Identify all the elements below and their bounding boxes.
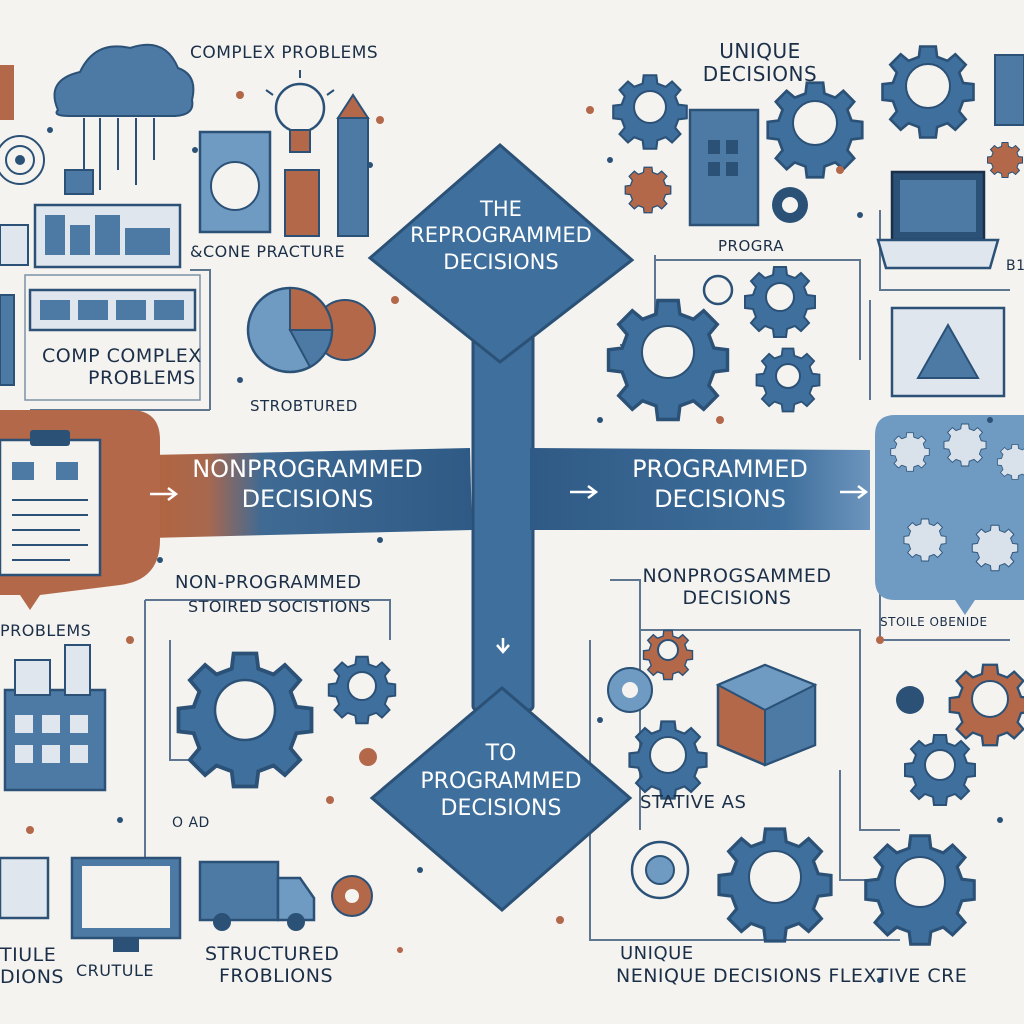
edge-fragment-label: B1 [1006,258,1024,274]
non-programmed-label: NON-PROGRAMMED [175,572,362,593]
structured-line1: STRUCTURED [205,943,340,965]
unique-decisions-label: UNIQUE DECISIONS [690,40,830,86]
top-diamond-line3: DECISIONS [443,249,559,274]
bottom-diamond-line2: PROGRAMMED [420,768,582,794]
strobtured-label: STROBTURED [250,397,358,415]
nonprogsammed-label: NONPROGSAMMED DECISIONS [632,565,842,610]
structured-line2: FROBLIONS [219,964,334,987]
left-banner-label: NONPROGRAMMED DECISIONS [170,454,445,514]
comp-complex-label: COMP COMPLEX PROBLEMS [42,345,202,390]
bottom-diamond-line1: TO [485,741,517,766]
crutule-label: CRUTULE [76,961,155,980]
top-diamond-line2: REPROGRAMMED [410,223,592,248]
bottom-diamond-line3: DECISIONS [440,796,562,821]
right-banner-line2: DECISIONS [654,485,786,513]
oad-label: O AD [172,815,210,831]
problems-label: PROBLEMS [0,621,92,640]
ule-label: TIULE DIONS [0,944,64,989]
unique-line1: UNIQUE [719,39,801,63]
unique-bottom-label: UNIQUE [620,943,694,964]
right-banner-label: PROGRAMMED DECISIONS [600,454,840,514]
comp-complex-line2: PROBLEMS [88,366,196,389]
stative-label: STATIVE AS [640,792,747,813]
left-banner-line2: DECISIONS [241,485,374,513]
nonprogsammed-line2: DECISIONS [682,586,792,609]
nonprogsammed-line1: NONPROGSAMMED [642,565,832,587]
ule-line2: DIONS [0,965,64,988]
progra-label: PROGRA [718,237,784,255]
right-banner-line1: PROGRAMMED [632,455,808,483]
comp-complex-line1: COMP COMPLEX [42,345,202,367]
left-banner-line1: NONPROGRAMMED [192,455,423,483]
structured-label: STRUCTURED FROBLIONS [205,943,340,988]
bottom-diamond-label: TO PROGRAMMED DECISIONS [390,740,612,823]
top-diamond-label: THE REPROGRAMMED DECISIONS [390,196,612,275]
complex-problems-label: COMPLEX PROBLEMS [190,43,379,63]
unique-line2: DECISIONS [702,62,818,86]
cone-practure-label: &CONE PRACTURE [190,242,346,261]
top-diamond-line1: THE [480,197,522,221]
stoired-label: STOIRED SOCISTIONS [188,597,371,616]
stoile-label: STOILE OBENIDE [880,615,988,629]
ule-line1: TIULE [0,944,57,966]
unique-decisions-flextive-label: NENIQUE DECISIONS FLEXTIVE CRE [616,965,968,987]
